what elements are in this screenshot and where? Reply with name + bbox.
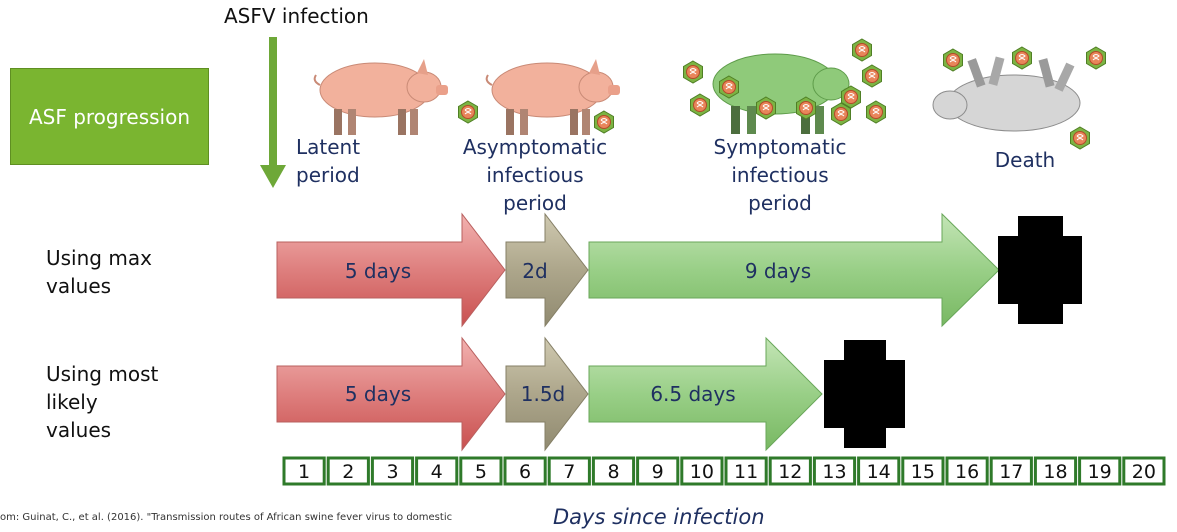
- day-tick-label: 18: [1043, 461, 1067, 483]
- virus-icon: [1071, 127, 1090, 149]
- day-tick-label: 8: [607, 461, 619, 483]
- day-tick-label: 1: [298, 461, 310, 483]
- day-tick-label: 12: [778, 461, 802, 483]
- virus-icon: [867, 101, 886, 123]
- virus-icon: [459, 101, 478, 123]
- day-tick-label: 5: [475, 461, 487, 483]
- death-marker-likely: [824, 340, 905, 448]
- virus-icon: [863, 65, 882, 87]
- virus-icon: [1013, 47, 1032, 69]
- day-tick-label: 14: [867, 461, 891, 483]
- arrow-label-asymptomatic-likely: 1.5d: [521, 382, 566, 406]
- arrow-label-symptomatic-max: 9 days: [745, 259, 811, 283]
- pig-healthy-icon: [315, 59, 448, 135]
- day-tick-label: 16: [955, 461, 979, 483]
- day-tick-label: 17: [999, 461, 1023, 483]
- day-tick-label: 4: [431, 461, 443, 483]
- source-citation: om: Guinat, C., et al. (2016). "Transmis…: [0, 512, 452, 523]
- arrow-label-symptomatic-likely: 6.5 days: [650, 382, 735, 406]
- virus-icon: [842, 86, 861, 108]
- axis-label: Days since infection: [553, 505, 765, 529]
- day-tick-label: 2: [342, 461, 354, 483]
- virus-icon: [595, 111, 614, 133]
- virus-icon: [720, 76, 739, 98]
- day-tick-label: 13: [822, 461, 846, 483]
- day-tick-label: 15: [911, 461, 935, 483]
- virus-icon: [1087, 47, 1106, 69]
- virus-icon: [944, 49, 963, 71]
- virus-icon: [684, 61, 703, 83]
- virus-icon: [757, 97, 776, 119]
- day-tick-label: 20: [1132, 461, 1156, 483]
- arrow-label-latent-max: 5 days: [345, 259, 411, 283]
- death-marker-max: [998, 216, 1082, 324]
- day-tick-label: 9: [652, 461, 664, 483]
- infection-arrow: [260, 37, 286, 188]
- arrow-label-latent-likely: 5 days: [345, 382, 411, 406]
- day-tick-label: 11: [734, 461, 758, 483]
- arrow-label-asymptomatic-max: 2d: [522, 259, 547, 283]
- day-tick-label: 19: [1088, 461, 1112, 483]
- virus-icon: [691, 94, 710, 116]
- virus-icon: [797, 97, 816, 119]
- day-tick-label: 3: [386, 461, 398, 483]
- day-tick-label: 7: [563, 461, 575, 483]
- day-tick-label: 6: [519, 461, 531, 483]
- virus-icon: [853, 39, 872, 61]
- day-tick-label: 10: [690, 461, 714, 483]
